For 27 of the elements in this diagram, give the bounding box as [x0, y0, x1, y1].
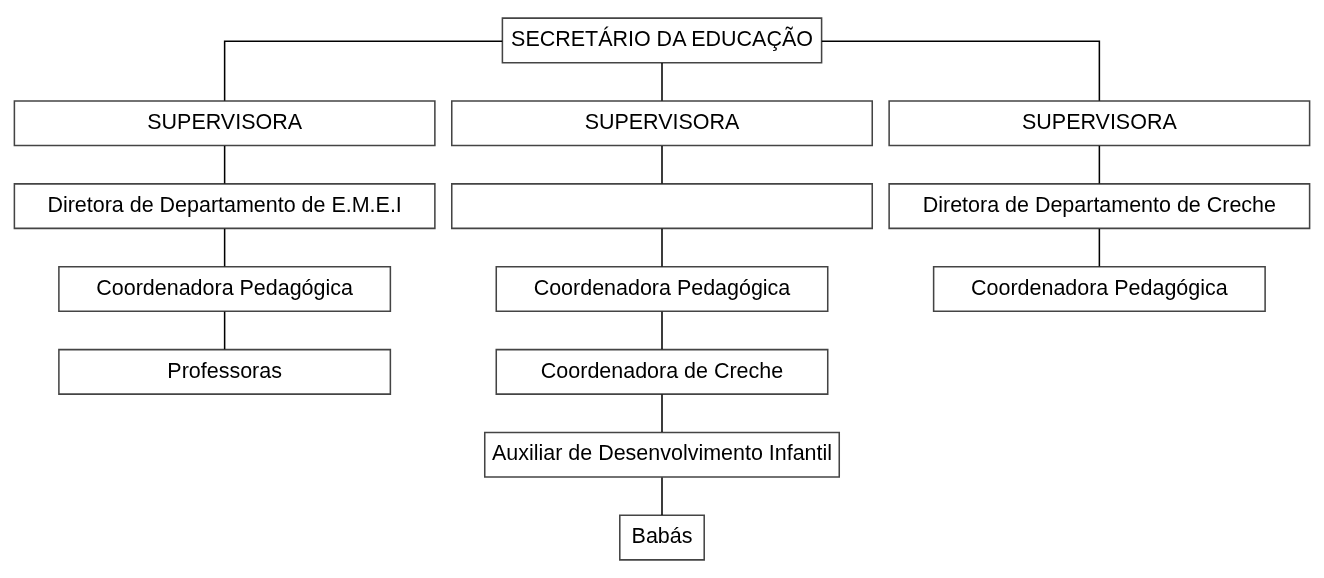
- node-box: Coordenadora Pedagógica: [495, 266, 829, 312]
- node-box: Coordenadora de Creche: [495, 348, 829, 395]
- connector: [661, 476, 663, 516]
- node-box: Coordenadora Pedagógica: [932, 266, 1266, 312]
- connector: [223, 40, 503, 102]
- connector: [661, 393, 663, 433]
- node-box: Diretora de Departamento de Creche: [888, 183, 1311, 230]
- node-box: Professoras: [58, 348, 392, 395]
- connector: [1098, 228, 1101, 268]
- connector: [661, 145, 663, 185]
- node-box: SUPERVISORA: [451, 100, 873, 147]
- node-box: Diretora de Departamento de E.M.E.I: [13, 183, 436, 230]
- node-box: SECRETÁRIO DA EDUCAÇÃO: [501, 17, 823, 64]
- connector: [223, 310, 226, 350]
- connector: [661, 228, 663, 268]
- connector: [1098, 145, 1101, 185]
- node-box: Auxiliar de Desenvolvimento Infantil: [484, 431, 840, 478]
- connector: [223, 228, 226, 268]
- connector: [223, 145, 226, 185]
- connector: [821, 40, 1101, 102]
- node-box: Babás: [619, 514, 705, 561]
- node-box: SUPERVISORA: [888, 100, 1311, 147]
- connector: [661, 62, 663, 102]
- node-box: Coordenadora Pedagógica: [58, 266, 392, 312]
- node-box: SUPERVISORA: [13, 100, 436, 147]
- node-box: [451, 183, 873, 230]
- connector: [661, 310, 663, 350]
